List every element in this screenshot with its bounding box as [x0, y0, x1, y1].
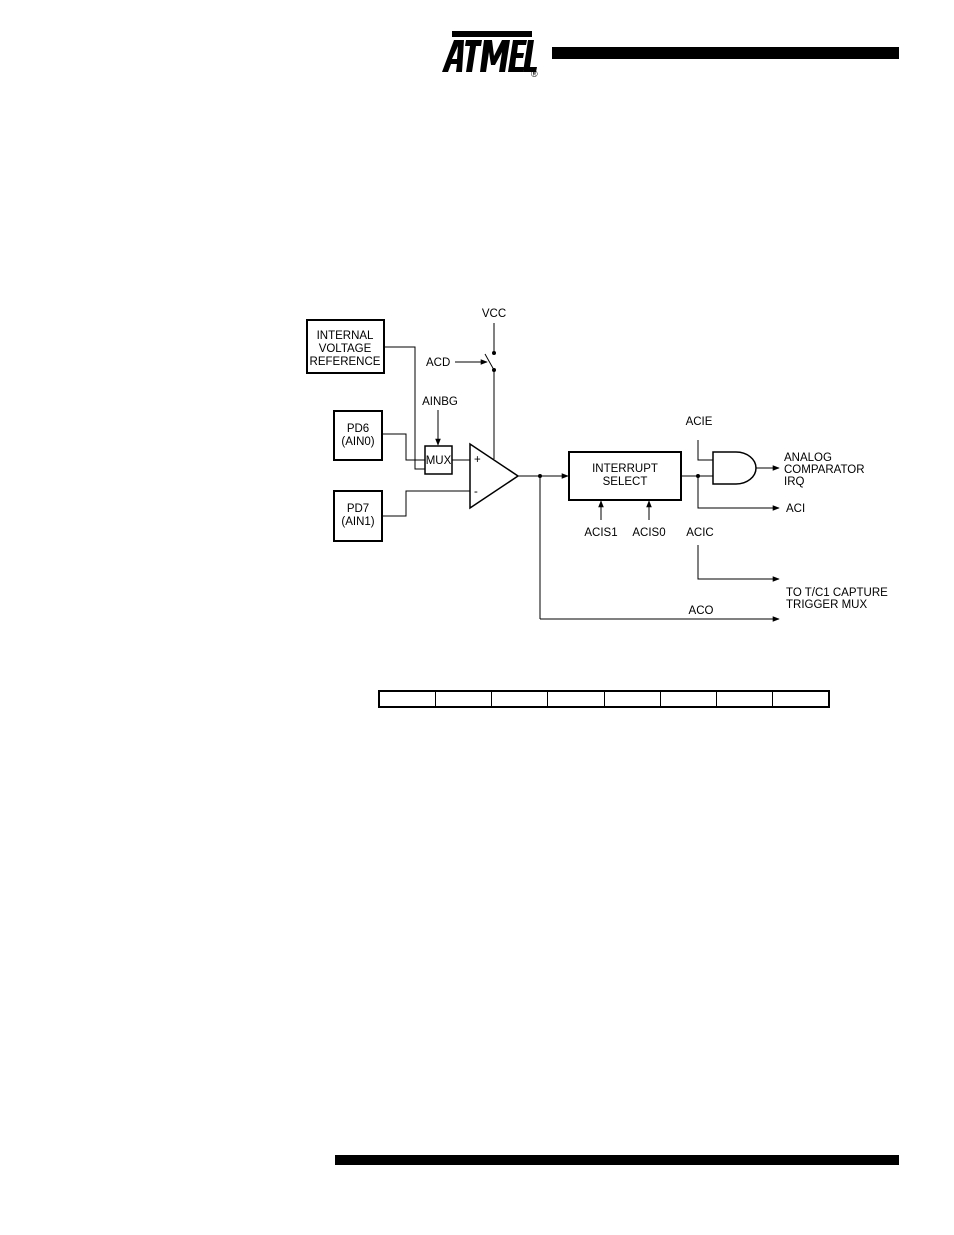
mux-label: MUX [426, 455, 452, 467]
pd7-to-comparator-wire [382, 491, 470, 516]
mux-block: MUX [425, 446, 452, 474]
register-bit-cell [773, 692, 828, 706]
aci-label: ACI [786, 503, 805, 515]
ain0-label: (AIN0) [341, 436, 374, 448]
capture-trigger-arrow [698, 545, 779, 579]
ainbg-label: AINBG [422, 396, 458, 408]
register-bit-cell [380, 692, 436, 706]
ivr-line-2: VOLTAGE [319, 343, 372, 355]
register-bit-table [378, 690, 830, 708]
acic-label: ACIC [686, 527, 713, 539]
capture-line-2: TRIGGER MUX [786, 599, 867, 611]
acis1-label: ACIS1 [584, 527, 617, 539]
aci-arrow [698, 476, 779, 508]
acie-label: ACIE [686, 416, 713, 428]
minus-input-label: - [474, 486, 478, 498]
acd-label: ACD [426, 357, 450, 369]
irq-line-3: IRQ [784, 476, 805, 488]
irq-line-2: COMPARATOR [784, 464, 865, 476]
pd6-to-mux-wire [382, 434, 425, 460]
switch-top-node [492, 351, 496, 355]
register-bit-cell [492, 692, 548, 706]
vcc-label: VCC [482, 308, 506, 320]
acie-wire [698, 440, 713, 460]
interrupt-label: INTERRUPT [592, 463, 658, 475]
pd6-label: PD6 [347, 423, 369, 435]
pd6-ain0-block: PD6 (AIN0) [334, 411, 382, 460]
pd7-label: PD7 [347, 503, 369, 515]
internal-voltage-reference-block: INTERNAL VOLTAGE REFERENCE [307, 320, 384, 373]
register-bit-cell [548, 692, 604, 706]
capture-line-1: TO T/C1 CAPTURE [786, 587, 888, 599]
acis0-label: ACIS0 [632, 527, 665, 539]
register-bit-cell [605, 692, 661, 706]
plus-input-label: + [474, 454, 481, 466]
register-bit-cell [436, 692, 492, 706]
footer-rule [335, 1155, 899, 1165]
select-label: SELECT [603, 476, 648, 488]
ivr-line-3: REFERENCE [310, 356, 381, 368]
ivr-to-mux-wire [384, 347, 425, 469]
ivr-line-1: INTERNAL [317, 330, 374, 342]
ain1-label: (AIN1) [341, 516, 374, 528]
interrupt-select-block: INTERRUPT SELECT [569, 452, 681, 500]
register-bit-cell [717, 692, 773, 706]
irq-line-1: ANALOG [784, 452, 832, 464]
aco-label: ACO [689, 605, 714, 617]
pd7-ain1-block: PD7 (AIN1) [334, 491, 382, 541]
and-gate [713, 452, 756, 484]
register-bit-cell [661, 692, 717, 706]
